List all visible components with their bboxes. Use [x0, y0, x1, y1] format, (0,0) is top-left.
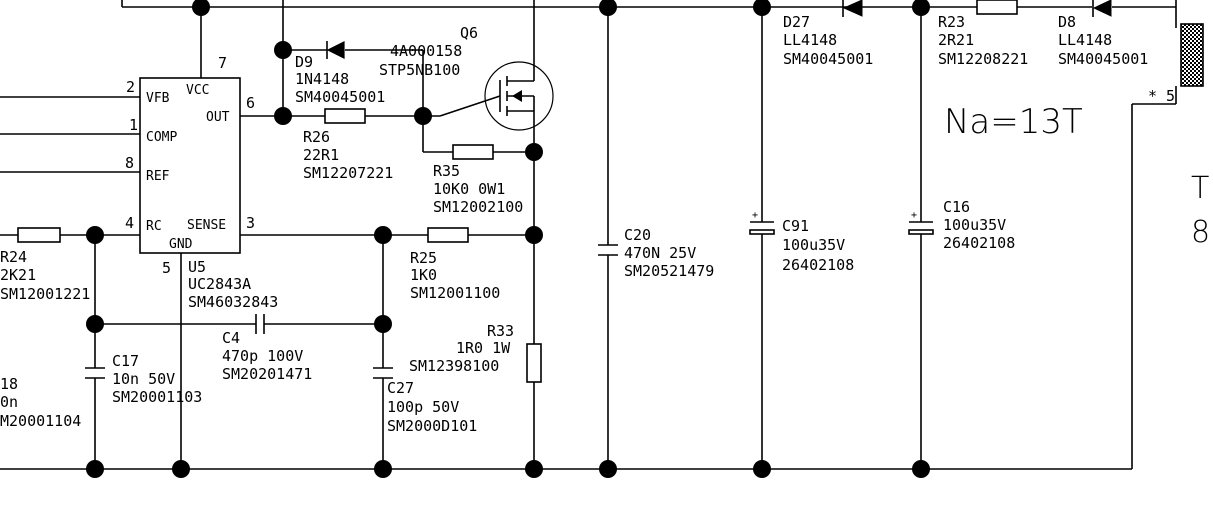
- svg-text:+: +: [752, 210, 758, 221]
- winding-pin-mark: * 5: [1148, 87, 1175, 105]
- c20-ref: C20: [624, 226, 651, 244]
- r24-value: 2K21: [0, 266, 36, 284]
- pin-sense-number: 3: [246, 214, 255, 232]
- ic-u5: VFB COMP REF RC VCC OUT SENSE GND 2 1 8 …: [125, 54, 278, 311]
- c16-code: 26402108: [943, 234, 1015, 252]
- transformer-winding: Na=13T * 5 T 8: [944, 23, 1210, 250]
- c27-code: SM2000D101: [387, 417, 477, 435]
- q6-part: STP5NB100: [379, 61, 460, 79]
- pin-ref-number: 8: [125, 154, 134, 172]
- u5-code: SM46032843: [188, 293, 278, 311]
- c16-ref: C16: [943, 198, 970, 216]
- pin-vfb-number: 2: [126, 78, 135, 96]
- r25-code: SM12001100: [410, 284, 500, 302]
- c27-value: 100p 50V: [387, 398, 459, 416]
- resistor-r35: R35 10K0 0W1 SM12002100: [433, 144, 523, 216]
- c18-ref: 18: [0, 375, 18, 393]
- resistor-r33: R33 1R0 1W SM12398100: [409, 322, 542, 383]
- resistor-r24: R24 2K21 SM12001221: [0, 227, 90, 303]
- diode-d9: D9 1N4148 SM40045001: [295, 41, 385, 106]
- d27-code: SM40045001: [783, 50, 873, 68]
- winding-turns-label: Na=13T: [944, 102, 1083, 142]
- capacitor-c4: C4 470p 100V SM20201471: [222, 314, 312, 383]
- r25-ref: R25: [410, 249, 437, 267]
- c91-ref: C91: [782, 217, 809, 235]
- c4-ref: C4: [222, 329, 240, 347]
- r35-code: SM12002100: [433, 198, 523, 216]
- pin-vfb-label: VFB: [146, 91, 170, 106]
- capacitor-c27: C27 100p 50V SM2000D101: [373, 367, 477, 435]
- r25-value: 1K0: [410, 266, 437, 284]
- transformer-edge-letter: T: [1191, 171, 1209, 206]
- q6-code: 4A000158: [390, 42, 462, 60]
- pin-gnd-number: 5: [162, 259, 171, 277]
- r23-value: 2R21: [938, 31, 974, 49]
- c18-value: 0n: [0, 393, 18, 411]
- d8-part: LL4148: [1058, 31, 1112, 49]
- pin-out-label: OUT: [206, 110, 230, 125]
- pin-vcc-label: VCC: [186, 83, 209, 98]
- capacitor-c18-partial: 18 0n M20001104: [0, 375, 81, 430]
- u5-part: UC2843A: [188, 275, 251, 293]
- d8-code: SM40045001: [1058, 50, 1148, 68]
- r23-ref: R23: [938, 13, 965, 31]
- u5-ref: U5: [188, 258, 206, 276]
- resistor-r25: R25 1K0 SM12001100: [410, 227, 500, 302]
- r33-ref: R33: [487, 322, 514, 340]
- c20-code: SM20521479: [624, 262, 714, 280]
- r35-value: 10K0 0W1: [433, 180, 505, 198]
- pin-vcc-number: 7: [218, 54, 227, 72]
- d8-ref: D8: [1058, 13, 1076, 31]
- r23-code: SM12208221: [938, 50, 1028, 68]
- r26-ref: R26: [303, 128, 330, 146]
- pin-rc-label: RC: [146, 219, 162, 234]
- transformer-edge-digit: 8: [1191, 215, 1210, 250]
- c27-ref: C27: [387, 379, 414, 397]
- mosfet-q6: Q6 4A000158 STP5NB100: [379, 24, 554, 131]
- r24-code: SM12001221: [0, 285, 90, 303]
- capacitor-c16: + C16 100u35V 26402108: [908, 198, 1015, 252]
- r26-value: 22R1: [303, 146, 339, 164]
- pin-sense-label: SENSE: [187, 218, 226, 233]
- r33-value: 1R0 1W: [456, 339, 511, 357]
- d9-ref: D9: [295, 53, 313, 71]
- capacitor-c91: + C91 100u35V 26402108: [749, 210, 854, 274]
- c17-value: 10n 50V: [112, 370, 175, 388]
- c91-value: 100u35V: [782, 236, 845, 254]
- diode-d27: D27 LL4148 SM40045001: [783, 0, 873, 68]
- capacitor-c17: C17 10n 50V SM20001103: [85, 352, 202, 406]
- c18-code: M20001104: [0, 412, 81, 430]
- pin-out-number: 6: [246, 94, 255, 112]
- d27-ref: D27: [783, 13, 810, 31]
- pin-comp-number: 1: [129, 116, 138, 134]
- r35-ref: R35: [433, 162, 460, 180]
- pin-comp-label: COMP: [146, 130, 177, 145]
- d9-part: 1N4148: [295, 70, 349, 88]
- c17-ref: C17: [112, 352, 139, 370]
- pin-gnd-label: GND: [169, 237, 193, 252]
- c91-code: 26402108: [782, 256, 854, 274]
- resistor-r23: R23 2R21 SM12208221: [938, 0, 1028, 68]
- r24-ref: R24: [0, 248, 27, 266]
- pin-rc-number: 4: [125, 214, 134, 232]
- resistor-r26: R26 22R1 SM12207221: [303, 108, 393, 182]
- pin-ref-label: REF: [146, 169, 170, 184]
- r33-code: SM12398100: [409, 357, 499, 375]
- d27-part: LL4148: [783, 31, 837, 49]
- c4-value: 470p 100V: [222, 347, 303, 365]
- junction-dots: [86, 0, 930, 478]
- c20-value: 470N 25V: [624, 244, 696, 262]
- r26-code: SM12207221: [303, 164, 393, 182]
- svg-text:+: +: [911, 210, 917, 221]
- c17-code: SM20001103: [112, 388, 202, 406]
- d9-code: SM40045001: [295, 88, 385, 106]
- c16-value: 100u35V: [943, 216, 1006, 234]
- capacitor-c20: C20 470N 25V SM20521479: [598, 226, 714, 280]
- diode-d8: D8 LL4148 SM40045001: [1058, 0, 1148, 68]
- q6-ref: Q6: [460, 24, 478, 42]
- c4-code: SM20201471: [222, 365, 312, 383]
